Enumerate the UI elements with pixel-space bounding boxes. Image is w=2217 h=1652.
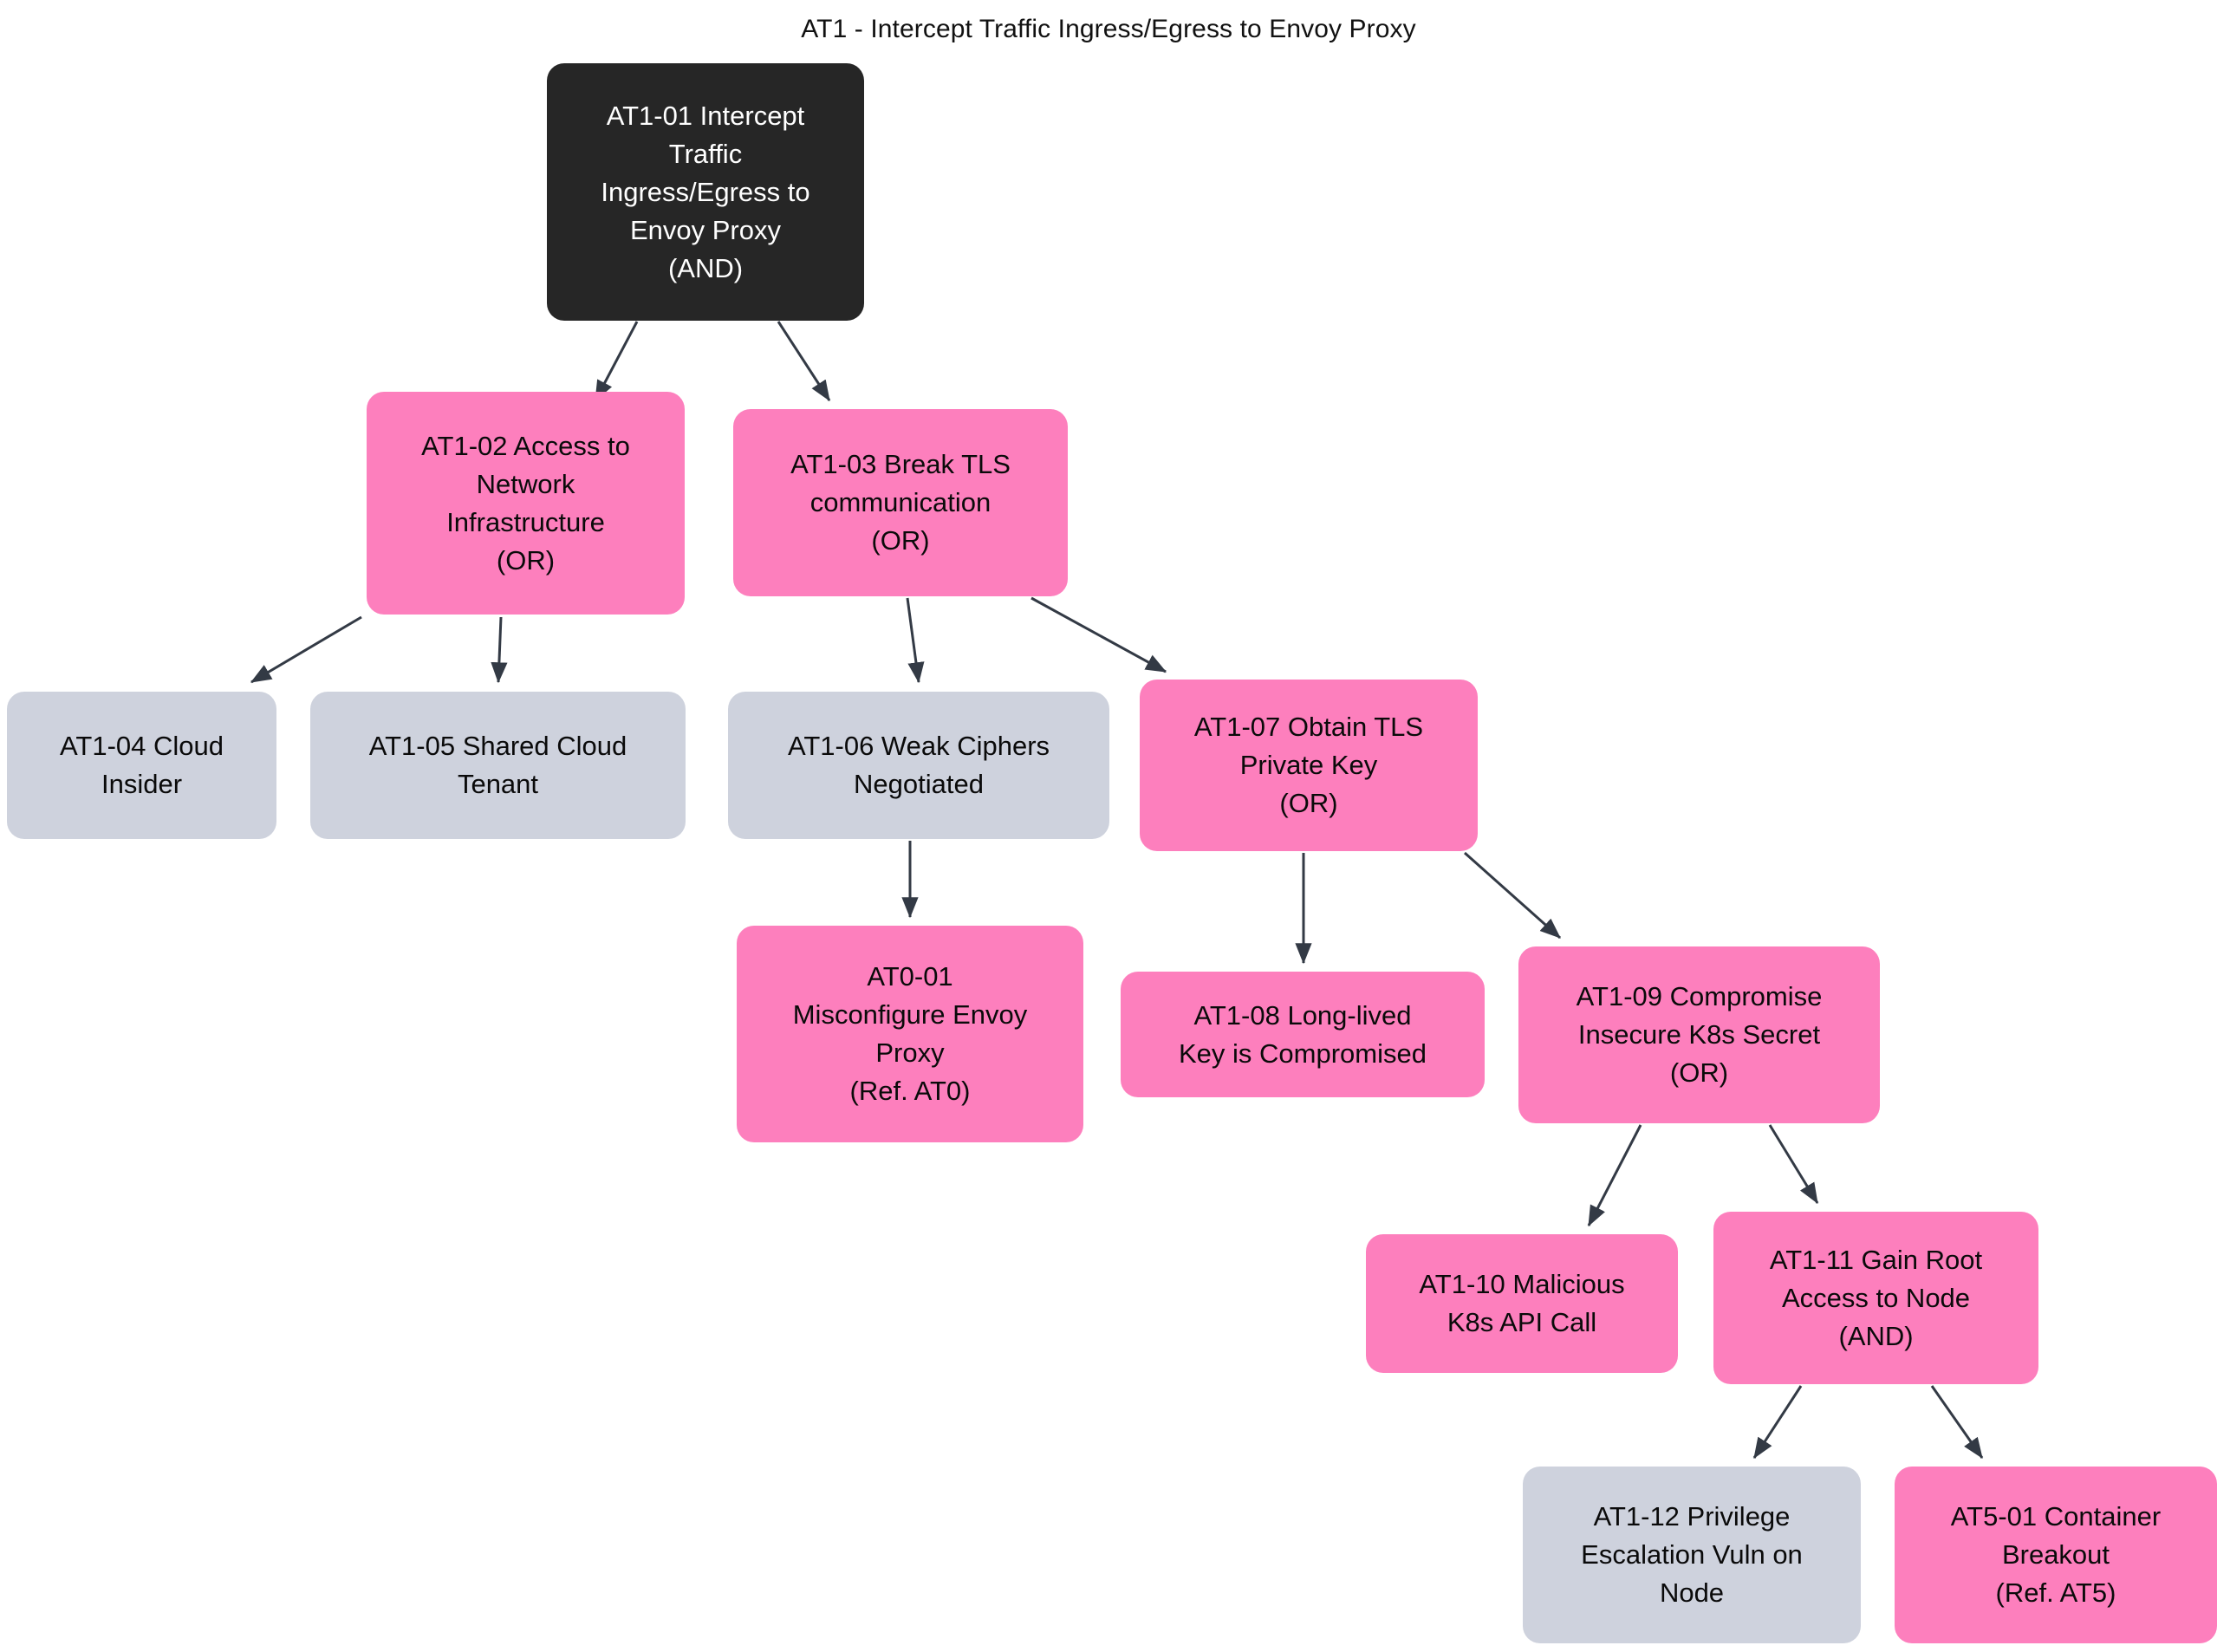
node-label: AT1-01 Intercept Traffic Ingress/Egress … [601, 100, 810, 283]
node-at0-01[interactable]: AT0-01 Misconfigure Envoy Proxy (Ref. AT… [737, 926, 1083, 1142]
node-at1-06[interactable]: AT1-06 Weak Ciphers Negotiated [728, 692, 1109, 839]
node-at1-03[interactable]: AT1-03 Break TLS communication (OR) [733, 409, 1068, 596]
edge-at1-07-to-at1-09 [1464, 851, 1561, 940]
node-at5-01[interactable]: AT5-01 Container Breakout (Ref. AT5) [1895, 1467, 2217, 1643]
edge-at1-03-to-at1-06 [906, 597, 925, 684]
edge-at1-11-to-at1-12 [1752, 1385, 1803, 1460]
node-at1-04[interactable]: AT1-04 Cloud Insider [7, 692, 276, 839]
node-label: AT1-06 Weak Ciphers Negotiated [787, 731, 1050, 799]
node-label: AT1-04 Cloud Insider [60, 731, 224, 799]
node-at1-09[interactable]: AT1-09 Compromise Insecure K8s Secret (O… [1518, 946, 1880, 1123]
edge-at1-11-to-at5-01 [1930, 1385, 1984, 1459]
node-at1-01[interactable]: AT1-01 Intercept Traffic Ingress/Egress … [547, 63, 864, 321]
node-label: AT1-02 Access to Network Infrastructure … [421, 430, 630, 576]
node-label: AT1-12 Privilege Escalation Vuln on Node [1581, 1501, 1803, 1608]
node-label: AT1-07 Obtain TLS Private Key (OR) [1193, 712, 1424, 818]
node-at1-07[interactable]: AT1-07 Obtain TLS Private Key (OR) [1140, 680, 1478, 851]
node-at1-12[interactable]: AT1-12 Privilege Escalation Vuln on Node [1523, 1467, 1861, 1643]
node-label: AT1-08 Long-lived Key is Compromised [1179, 999, 1427, 1069]
node-at1-10[interactable]: AT1-10 Malicious K8s API Call [1366, 1234, 1678, 1373]
edge-at1-03-to-at1-07 [1030, 596, 1167, 673]
edge-at1-02-to-at1-04 [250, 615, 362, 684]
edge-at1-02-to-at1-05 [491, 616, 508, 684]
edge-at1-01-to-at1-03 [777, 321, 831, 402]
node-at1-05[interactable]: AT1-05 Shared Cloud Tenant [310, 692, 686, 839]
node-label: AT0-01 Misconfigure Envoy Proxy (Ref. AT… [792, 961, 1028, 1106]
node-label: AT1-09 Compromise Insecure K8s Secret (O… [1576, 981, 1823, 1088]
edge-at1-09-to-at1-10 [1587, 1124, 1642, 1227]
node-label: AT1-03 Break TLS communication (OR) [790, 449, 1011, 556]
node-label: AT1-11 Gain Root Access to Node (AND) [1769, 1244, 1983, 1351]
node-label: AT1-05 Shared Cloud Tenant [368, 731, 627, 799]
edge-at1-09-to-at1-11 [1768, 1124, 1819, 1205]
node-label: AT5-01 Container Breakout (Ref. AT5) [1950, 1501, 2162, 1608]
edge-at1-01-to-at1-02 [594, 321, 639, 402]
node-at1-02[interactable]: AT1-02 Access to Network Infrastructure … [367, 392, 685, 615]
page-title: AT1 - Intercept Traffic Ingress/Egress t… [801, 15, 1416, 43]
node-at1-11[interactable]: AT1-11 Gain Root Access to Node (AND) [1713, 1212, 2038, 1384]
node-label: AT1-10 Malicious K8s API Call [1419, 1269, 1625, 1337]
node-at1-08[interactable]: AT1-08 Long-lived Key is Compromised [1121, 972, 1485, 1097]
